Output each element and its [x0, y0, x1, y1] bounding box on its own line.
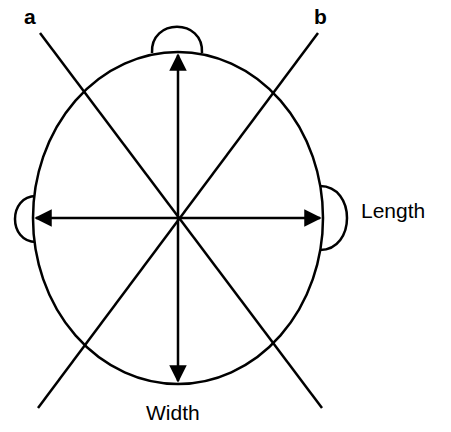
dimension-label: Width — [146, 402, 200, 423]
diagonal-line — [40, 33, 322, 408]
diagonal-line — [38, 33, 318, 408]
line-letter: b — [314, 6, 327, 27]
line-letter: a — [24, 6, 36, 27]
nose-outline — [152, 27, 202, 53]
length-arrow — [36, 217, 320, 220]
dimension-label: Length — [361, 200, 425, 221]
head-outline — [33, 52, 323, 384]
